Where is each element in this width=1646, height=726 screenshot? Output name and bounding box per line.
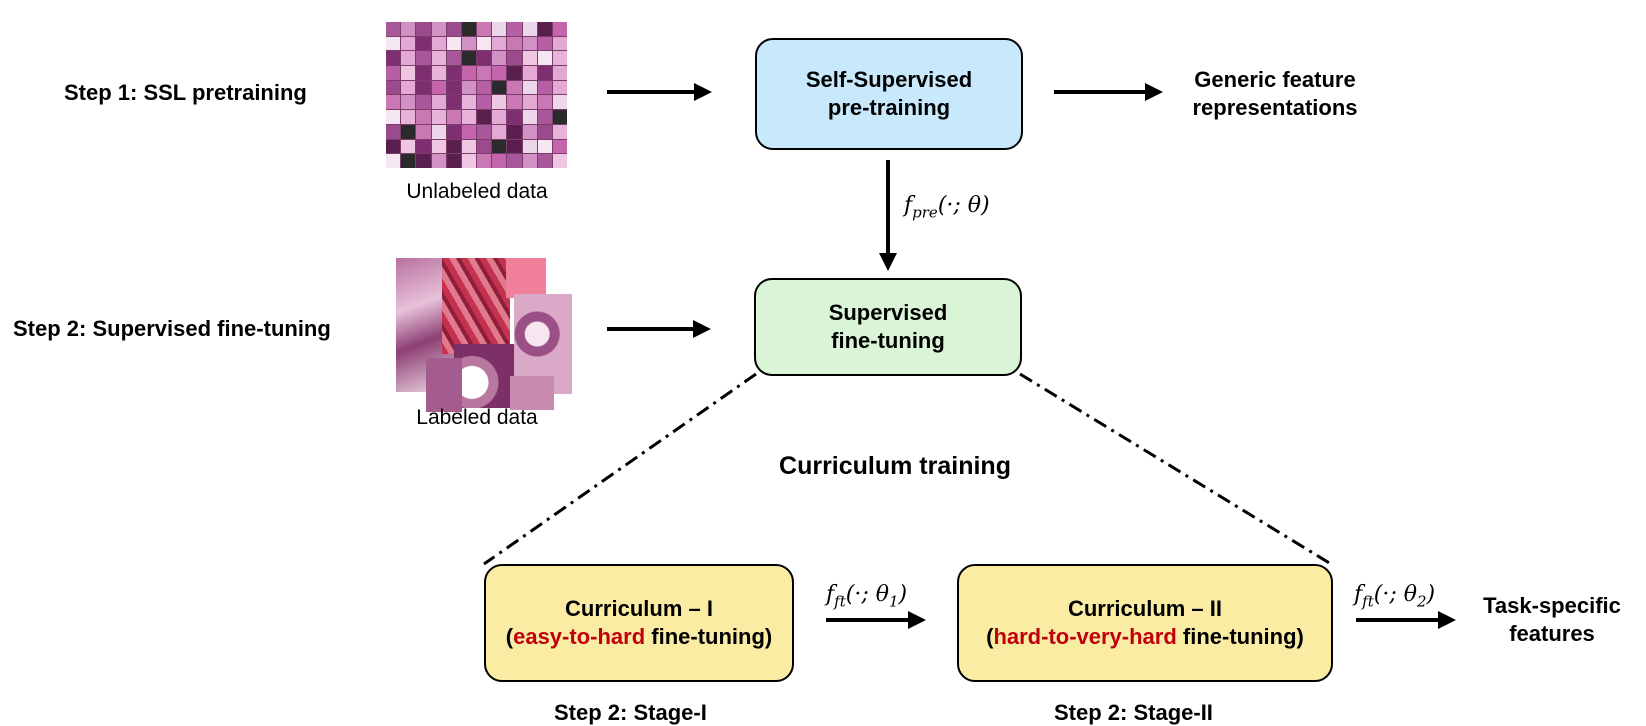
labeled-data-caption: Labeled data — [416, 406, 538, 429]
sup-box-line1: Supervised — [828, 300, 948, 325]
cur1-open: ( — [505, 624, 514, 649]
fft1-f: f — [826, 582, 835, 607]
arrowhead-3 — [879, 253, 897, 271]
curriculum-2-subtitle: (hard-to-very-hard fine-tuning) — [986, 623, 1304, 651]
fpre-sub: pre — [912, 203, 938, 222]
supervised-finetuning-box: Supervised fine-tuning — [754, 278, 1022, 376]
generic-features-label: Generic feature representations — [1170, 66, 1380, 122]
fpre-f: f — [904, 193, 913, 218]
generic-features-line1: Generic feature — [1194, 67, 1356, 92]
fpre-formula: fpre(·; θ) — [904, 193, 990, 221]
arrowhead-6 — [1438, 611, 1456, 629]
ssl-box-line1: Self-Supervised — [805, 67, 973, 92]
curriculum-training-title: Curriculum training — [779, 452, 1011, 480]
ssl-box-line2: pre-training — [827, 95, 951, 120]
task-specific-features-label: Task-specific features — [1470, 592, 1634, 648]
fft2-sub2: 2 — [1416, 592, 1427, 611]
generic-features-line2: representations — [1192, 95, 1358, 120]
stage2-label: Step 2: Stage-II — [1054, 700, 1213, 725]
fft1-sub: ft — [834, 592, 846, 611]
curriculum-1-title: Curriculum – I — [565, 596, 713, 621]
stage1-label: Step 2: Stage-I — [554, 700, 707, 725]
curriculum-1-highlight: easy-to-hard — [513, 624, 646, 649]
cur2-open: ( — [986, 624, 994, 649]
step2-label: Step 2: Supervised fine-tuning — [13, 316, 331, 341]
task-features-line1: Task-specific — [1483, 593, 1621, 618]
labeled-data-image — [396, 258, 572, 412]
dashdot-right — [1019, 372, 1332, 566]
dashdot-left — [483, 372, 757, 566]
fft1-args-a: (·; θ — [845, 582, 889, 607]
fft2-f: f — [1354, 582, 1363, 607]
arrowhead-5 — [908, 611, 926, 629]
cur2-rest: fine-tuning) — [1176, 624, 1304, 649]
arrowhead-4 — [693, 320, 711, 338]
ssl-pretraining-box: Self-Supervised pre-training — [755, 38, 1023, 150]
curriculum-2-highlight: hard-to-very-hard — [993, 624, 1177, 649]
step1-label: Step 1: SSL pretraining — [64, 80, 307, 105]
fft1-sub2: 1 — [888, 592, 899, 611]
fft2-args-a: (·; θ — [1373, 582, 1417, 607]
fpre-args: (·; θ) — [937, 193, 990, 218]
fft1-args-b: ) — [898, 582, 908, 607]
arrowhead-2 — [1145, 83, 1163, 101]
unlabeled-data-caption: Unlabeled data — [406, 180, 548, 203]
fft-theta2-formula: fft(·; θ2) — [1354, 582, 1435, 610]
sup-box-line2: fine-tuning — [831, 328, 945, 353]
unlabeled-data-image — [386, 22, 567, 168]
task-features-line2: features — [1509, 621, 1595, 646]
curriculum-1-box: Curriculum – I (easy-to-hard fine-tuning… — [484, 564, 794, 682]
curriculum-2-title: Curriculum – II — [1067, 596, 1223, 621]
fft2-args-b: ) — [1426, 582, 1436, 607]
curriculum-1-subtitle: (easy-to-hard fine-tuning) — [506, 623, 772, 651]
curriculum-2-box: Curriculum – II (hard-to-very-hard fine-… — [957, 564, 1333, 682]
fft2-sub: ft — [1362, 592, 1374, 611]
arrowhead-1 — [694, 83, 712, 101]
fft-theta1-formula: fft(·; θ1) — [826, 582, 907, 610]
cur1-rest: fine-tuning) — [645, 624, 773, 649]
